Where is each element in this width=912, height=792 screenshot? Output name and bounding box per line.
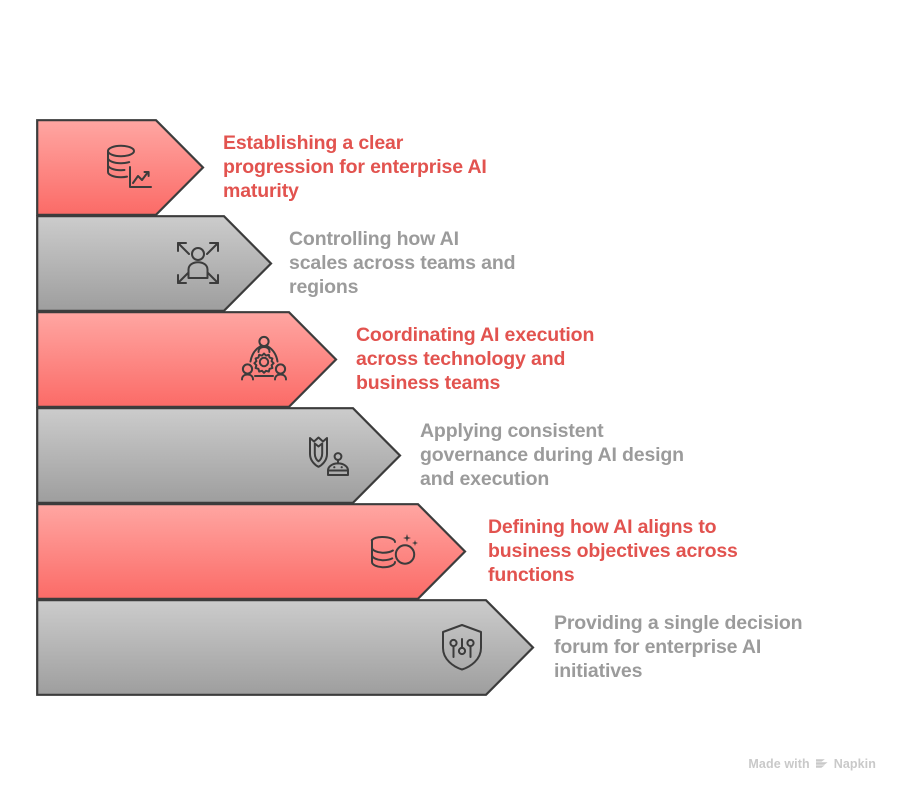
row-label-3: Coordinating AI execution across technol…	[356, 324, 595, 394]
row-icon-5	[368, 523, 424, 579]
row-label-1: Establishing a clear progression for ent…	[223, 132, 487, 202]
watermark-prefix: Made with	[748, 756, 810, 771]
row-label-5: Defining how AI aligns to business objec…	[488, 516, 738, 586]
arrow-shape-3	[36, 311, 339, 408]
diagram-row-5[interactable]: Defining how AI aligns to business objec…	[0, 503, 912, 600]
row-label-6: Providing a single decision forum for en…	[554, 612, 803, 682]
diagram-row-3[interactable]: Coordinating AI execution across technol…	[0, 311, 912, 408]
watermark-brand: Napkin	[833, 756, 876, 771]
napkin-logo-icon	[815, 756, 829, 773]
diagram-row-1[interactable]: Establishing a clear progression for ent…	[0, 119, 912, 216]
arrow-shape-2	[36, 215, 274, 312]
row-icon-6	[434, 619, 490, 675]
diagram-row-6[interactable]: Providing a single decision forum for en…	[0, 599, 912, 696]
arrow-shape-5	[36, 503, 468, 600]
diagram-row-4[interactable]: Applying consistent governance during AI…	[0, 407, 912, 504]
row-icon-3	[236, 331, 292, 387]
napkin-watermark: Made with Napkin	[748, 756, 876, 773]
arrow-shape-1	[36, 119, 206, 216]
row-icon-1	[100, 139, 156, 195]
arrow-shape-4	[36, 407, 403, 504]
row-icon-2	[170, 235, 226, 291]
row-label-4: Applying consistent governance during AI…	[420, 420, 684, 490]
row-label-2: Controlling how AI scales across teams a…	[289, 228, 516, 298]
arrow-shape-6	[36, 599, 536, 696]
diagram-row-2[interactable]: Controlling how AI scales across teams a…	[0, 215, 912, 312]
row-icon-4	[302, 427, 358, 483]
